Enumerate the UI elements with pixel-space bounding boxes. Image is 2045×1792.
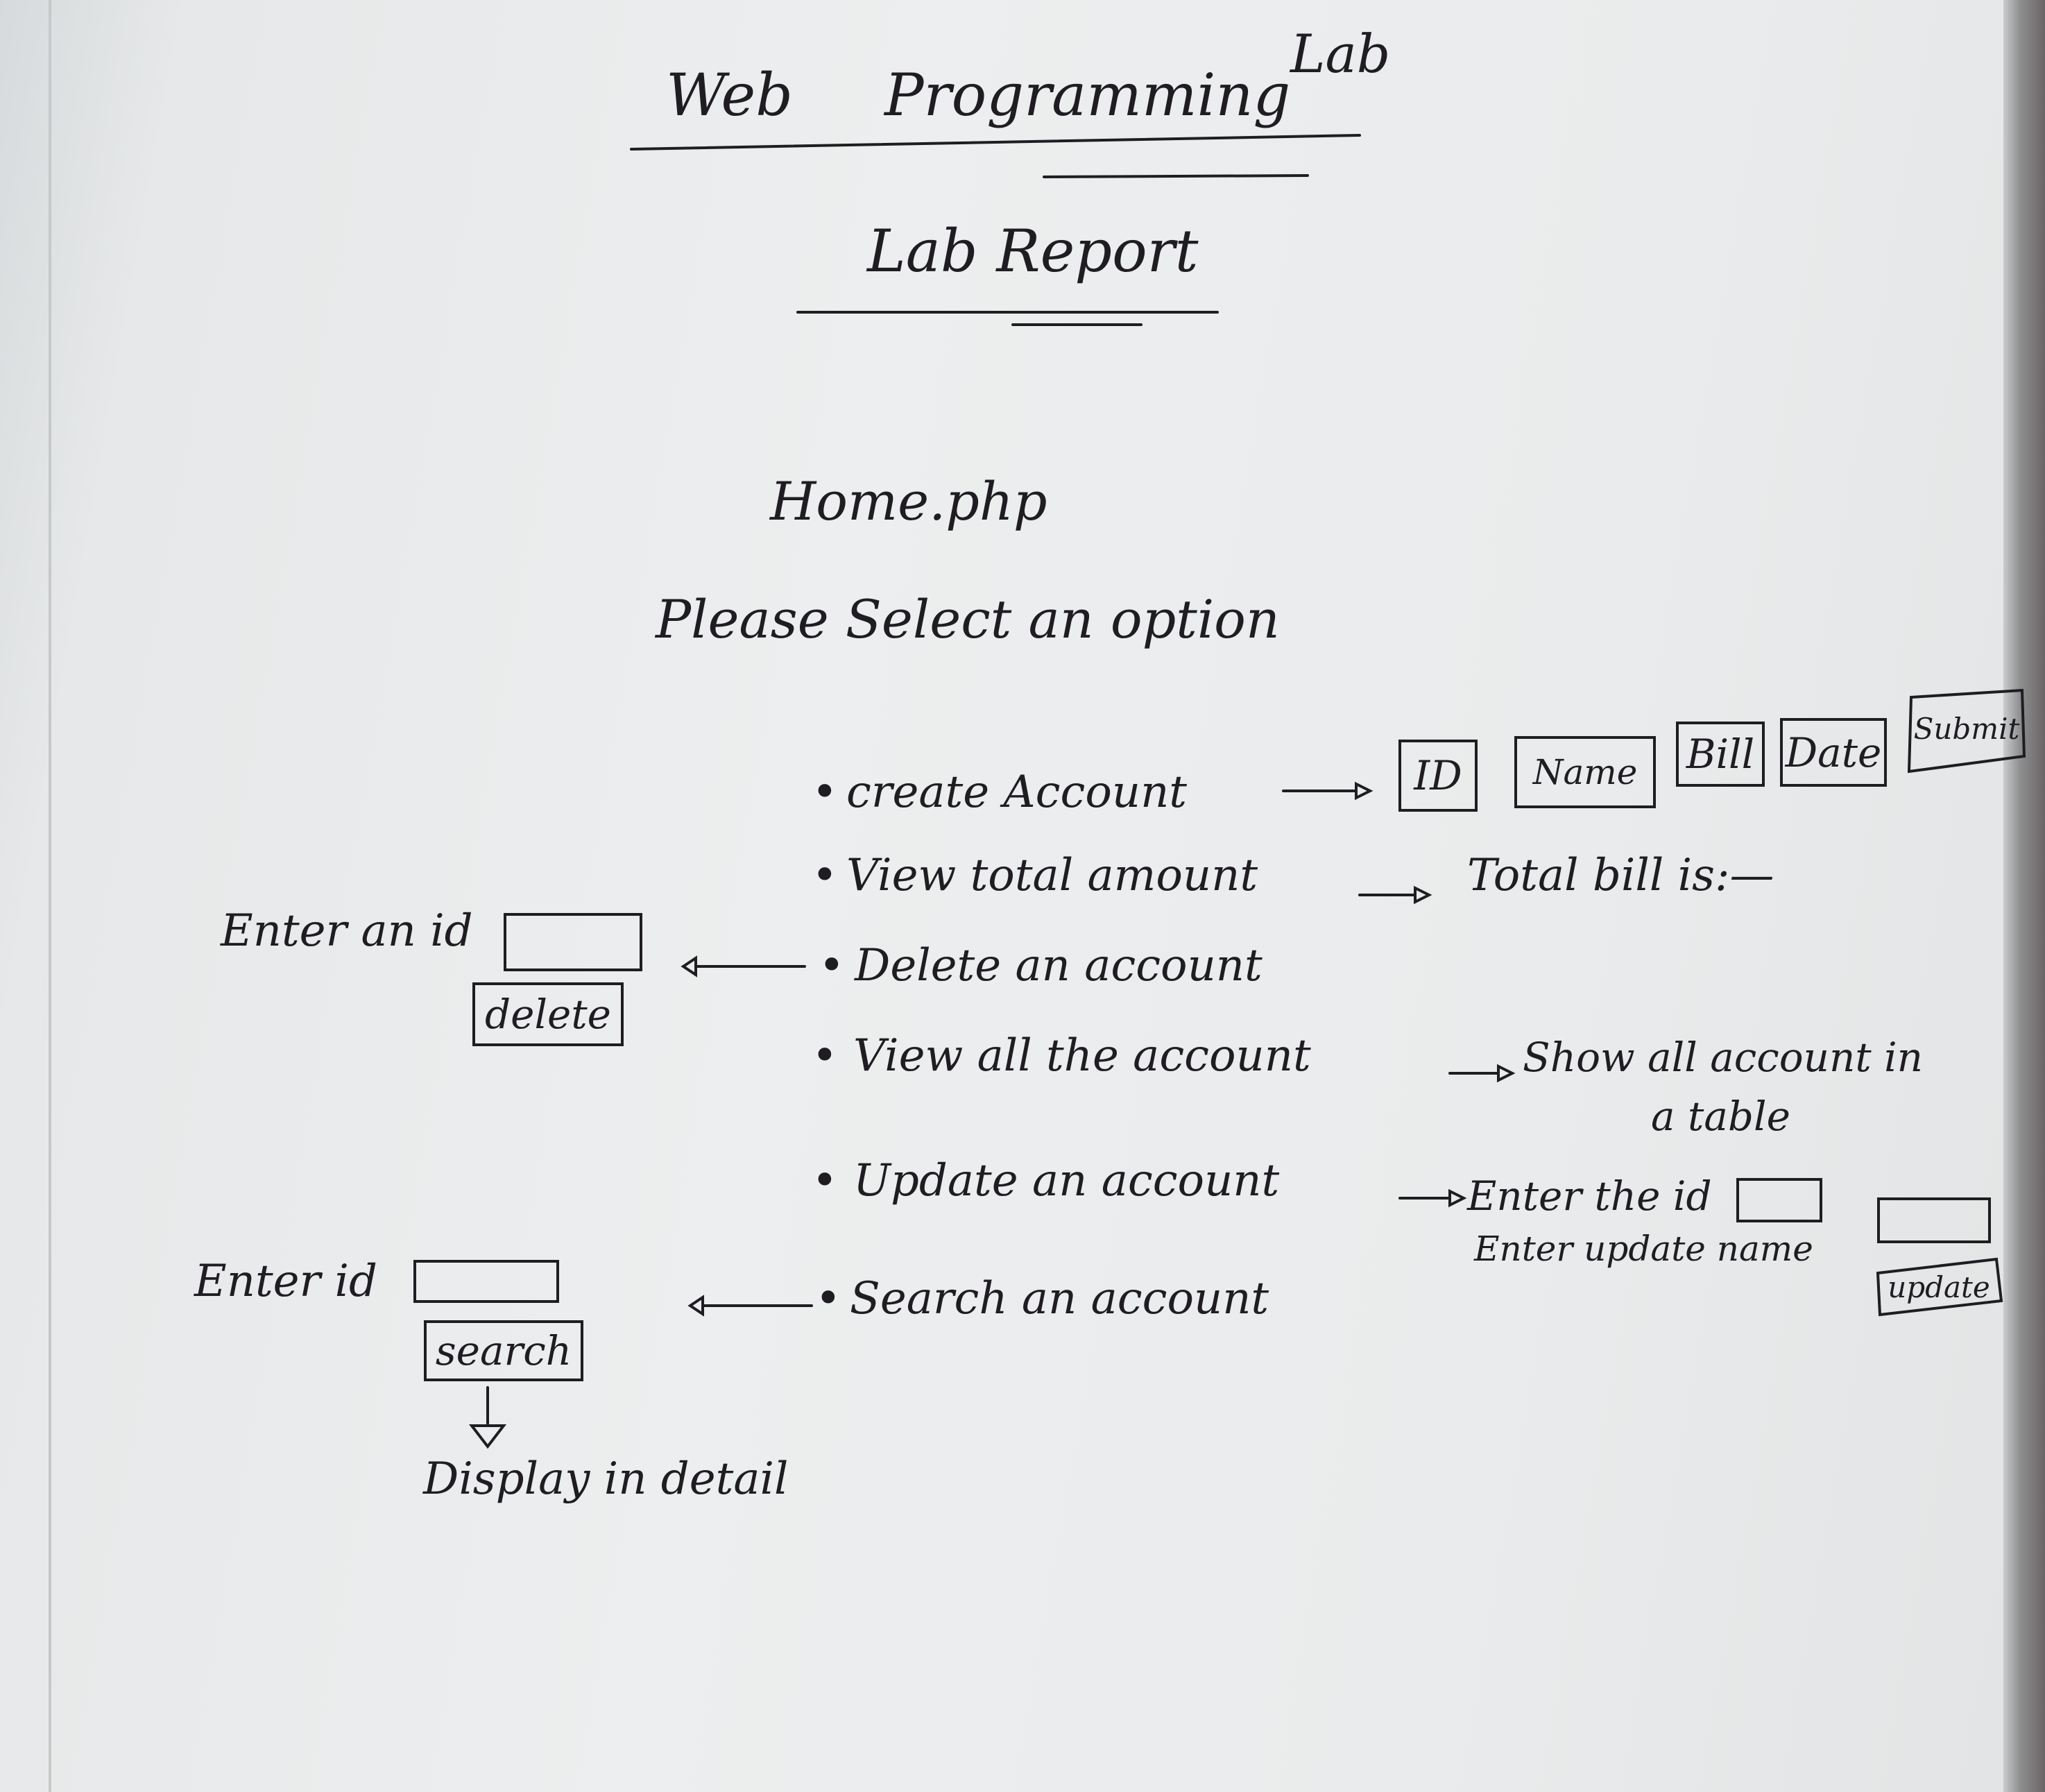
search-id-label: Enter id [194, 1256, 377, 1307]
page-name: Home.php [770, 470, 1047, 532]
show-all-text-2: a table [1651, 1093, 1790, 1140]
total-arrow-head [1414, 885, 1432, 905]
search-button[interactable]: search [435, 1327, 572, 1374]
delete-input-outline [504, 913, 642, 971]
search-arrow-head [687, 1295, 704, 1317]
name-field[interactable]: Name [1532, 752, 1638, 792]
bill-box-outline [1676, 722, 1765, 787]
update-arrow-head [1448, 1188, 1467, 1208]
show-all-text: Show all account in [1523, 1034, 1924, 1081]
update-button-outline [1876, 1257, 2003, 1317]
option-view-all: View all the account [853, 1030, 1311, 1082]
title-lab-report: Lab Report [867, 217, 1199, 285]
update-button[interactable]: update [1888, 1270, 1990, 1304]
update-name-outline [1877, 1197, 1991, 1243]
name-box-outline [1514, 736, 1656, 808]
title-web: Web [666, 61, 793, 129]
bullet-view-total: • [812, 850, 838, 901]
prompt-text: Please Select an option [656, 588, 1280, 650]
margin-line [49, 0, 51, 1792]
delete-arrow-head [681, 955, 697, 978]
delete-button[interactable]: delete [485, 991, 611, 1038]
update-id-label: Enter the id [1467, 1172, 1712, 1220]
bullet-view-all: • [812, 1030, 838, 1082]
option-search-account: Search an account [850, 1273, 1269, 1324]
title-lab: Lab [1290, 23, 1391, 85]
bullet-create: • [812, 767, 838, 818]
option-view-total: View total amount [846, 850, 1258, 901]
bullet-search: • [815, 1273, 841, 1324]
search-input-outline [413, 1260, 559, 1303]
display-detail-text: Display in detail [423, 1453, 789, 1505]
bullet-delete: • [819, 940, 845, 991]
bill-field[interactable]: Bill [1686, 731, 1755, 778]
create-arrow-head [1355, 781, 1374, 801]
search-down-head [468, 1424, 507, 1449]
update-name-label: Enter update name [1474, 1229, 1813, 1269]
delete-button-outline [472, 982, 624, 1046]
page-edge-shadow [2003, 0, 2045, 1792]
total-bill-text: Total bill is:— [1467, 850, 1774, 901]
date-box-outline [1780, 718, 1887, 787]
submit-button[interactable]: Submit [1913, 711, 2020, 746]
bullet-update: • [812, 1155, 838, 1206]
option-create-account: create Account [846, 767, 1187, 818]
id-field[interactable]: ID [1414, 752, 1462, 799]
id-box-outline [1398, 740, 1478, 812]
update-id-outline [1736, 1178, 1822, 1222]
viewall-arrow-head [1497, 1064, 1516, 1083]
option-update-account: Update an account [853, 1155, 1280, 1206]
date-field[interactable]: Date [1785, 728, 1882, 776]
title-underline-1 [630, 134, 1361, 151]
submit-box-outline [1907, 688, 2026, 774]
title-underline-2 [1043, 174, 1309, 178]
search-button-outline [424, 1320, 583, 1381]
delete-id-label: Enter an id [221, 905, 473, 957]
title-programming: Programming [884, 61, 1291, 129]
option-delete-account: Delete an account [855, 940, 1263, 991]
